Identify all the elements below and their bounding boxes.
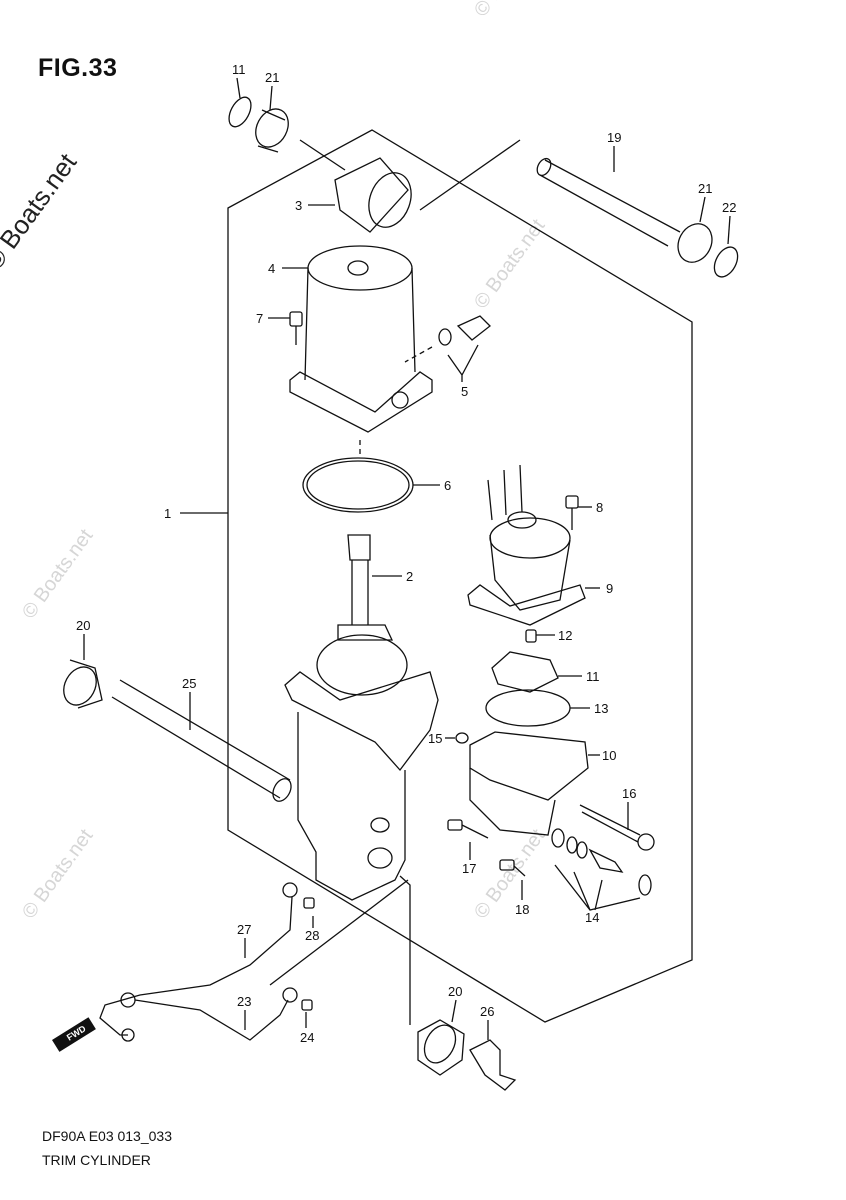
callout-10: 10 (602, 748, 616, 763)
assembly-boundary (227, 129, 693, 1023)
callout-21: 21 (698, 181, 712, 196)
callout-12: 12 (558, 628, 572, 643)
callout-11: 11 (232, 62, 246, 77)
callout-23: 23 (237, 994, 251, 1009)
callout-24: 24 (300, 1030, 314, 1045)
callout-26: 26 (480, 1004, 494, 1019)
callout-20: 20 (448, 984, 462, 999)
callout-9: 9 (606, 581, 613, 596)
callout-27: 27 (237, 922, 251, 937)
footer-name: TRIM CYLINDER (42, 1152, 151, 1168)
callout-7: 7 (256, 311, 263, 326)
callout-20: 20 (76, 618, 90, 633)
callout-22: 22 (722, 200, 736, 215)
callout-28: 28 (305, 928, 319, 943)
callout-15: 15 (428, 731, 442, 746)
figure-title: FIG.33 (38, 54, 118, 82)
callout-21: 21 (265, 70, 279, 85)
callout-11: 11 (586, 669, 600, 684)
callout-6: 6 (444, 478, 451, 493)
callout-13: 13 (594, 701, 608, 716)
callout-5: 5 (461, 384, 468, 399)
callout-17: 17 (462, 861, 476, 876)
callout-16: 16 (622, 786, 636, 801)
callout-18: 18 (515, 902, 529, 917)
callout-19: 19 (607, 130, 621, 145)
callout-1: 1 (164, 506, 171, 521)
callout-8: 8 (596, 500, 603, 515)
callout-2: 2 (406, 569, 413, 584)
callout-3: 3 (295, 198, 302, 213)
callout-14: 14 (585, 910, 599, 925)
callout-25: 25 (182, 676, 196, 691)
footer-code: DF90A E03 013_033 (42, 1128, 172, 1144)
callout-4: 4 (268, 261, 275, 276)
